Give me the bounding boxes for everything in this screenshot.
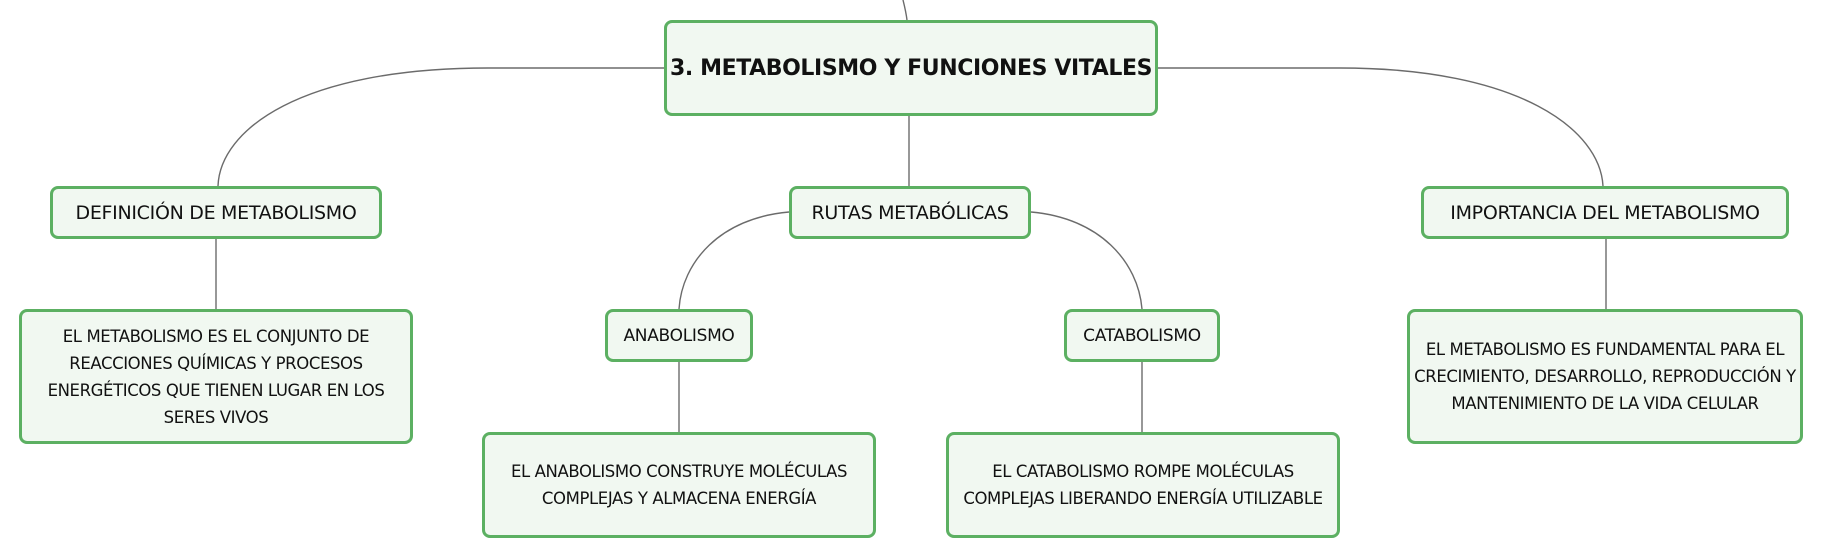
definicion-detail-text: EL METABOLISMO ES EL CONJUNTO DE REACCIO… xyxy=(47,326,385,427)
root-node[interactable]: 3. METABOLISMO Y FUNCIONES VITALES xyxy=(664,20,1158,116)
importancia-node[interactable]: IMPORTANCIA DEL METABOLISMO xyxy=(1421,186,1789,239)
catabolismo-detail-node[interactable]: EL CATABOLISMO ROMPE MOLÉCULAS COMPLEJAS… xyxy=(946,432,1340,538)
connector-root-importancia xyxy=(1158,67,1604,187)
anabolismo-detail-node[interactable]: EL ANABOLISMO CONSTRUYE MOLÉCULAS COMPLE… xyxy=(482,432,876,538)
rutas-node[interactable]: RUTAS METABÓLICAS xyxy=(789,186,1031,239)
anabolismo-node[interactable]: ANABOLISMO xyxy=(605,309,753,362)
definicion-node-label: DEFINICIÓN DE METABOLISMO xyxy=(75,201,357,224)
importancia-detail-text: EL METABOLISMO ES FUNDAMENTAL PARA EL CR… xyxy=(1414,340,1796,413)
definicion-detail-node[interactable]: EL METABOLISMO ES EL CONJUNTO DE REACCIO… xyxy=(19,309,413,444)
importancia-node-label: IMPORTANCIA DEL METABOLISMO xyxy=(1450,201,1760,224)
definicion-node[interactable]: DEFINICIÓN DE METABOLISMO xyxy=(50,186,382,239)
anabolismo-detail-text: EL ANABOLISMO CONSTRUYE MOLÉCULAS COMPLE… xyxy=(510,462,848,508)
catabolismo-node-label: CATABOLISMO xyxy=(1083,325,1201,346)
catabolismo-detail-text: EL CATABOLISMO ROMPE MOLÉCULAS COMPLEJAS… xyxy=(963,462,1323,508)
root-node-label: 3. METABOLISMO Y FUNCIONES VITALES xyxy=(669,55,1153,81)
connector-root-definicion xyxy=(217,67,664,187)
rutas-node-label: RUTAS METABÓLICAS xyxy=(811,201,1009,224)
connector-parent-root xyxy=(902,0,908,21)
importancia-detail-node[interactable]: EL METABOLISMO ES FUNDAMENTAL PARA EL CR… xyxy=(1407,309,1803,444)
catabolismo-node[interactable]: CATABOLISMO xyxy=(1064,309,1220,362)
connector-rutas-catabolismo xyxy=(1030,211,1143,310)
anabolismo-node-label: ANABOLISMO xyxy=(623,325,735,346)
connector-rutas-anabolismo xyxy=(678,211,790,310)
